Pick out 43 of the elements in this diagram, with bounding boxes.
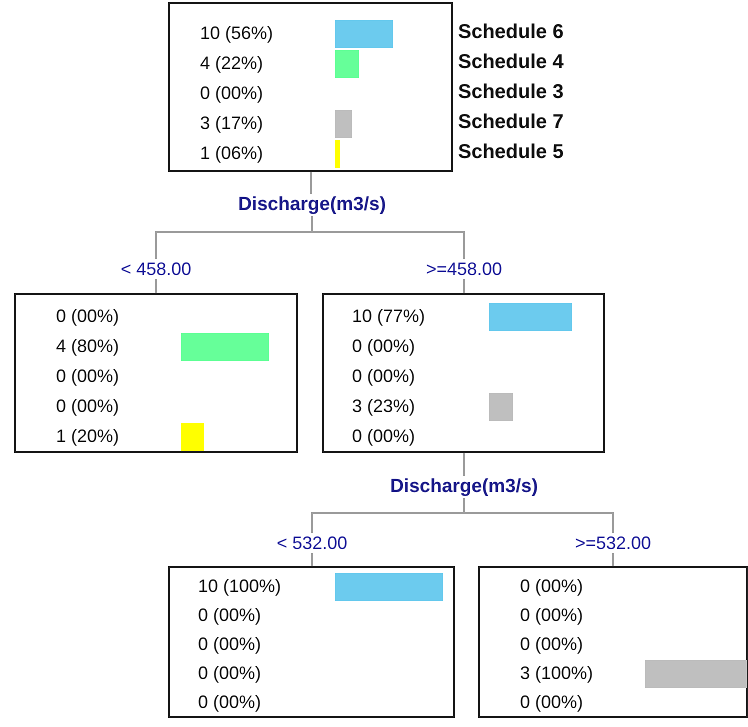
class-name: Schedule 3 — [458, 81, 564, 103]
class-count: 0 (00%) — [56, 366, 120, 386]
class-distribution-box — [168, 2, 453, 172]
class-name: Schedule 5 — [458, 141, 564, 163]
class-count: 0 (00%) — [56, 396, 120, 416]
class-distribution-box — [478, 566, 748, 718]
class-count: 1 (20%) — [56, 426, 120, 446]
class-count: 4 (22%) — [200, 53, 264, 73]
class-count: 3 (23%) — [352, 396, 416, 416]
split-variable: Discharge(m3/s) — [390, 476, 538, 498]
class-count: 10 (56%) — [200, 23, 274, 43]
split-threshold: < 458.00 — [118, 259, 194, 279]
class-count: 1 (06%) — [200, 143, 264, 163]
class-count: 3 (17%) — [200, 113, 264, 133]
class-name: Schedule 7 — [458, 111, 564, 133]
class-count: 4 (80%) — [56, 336, 120, 356]
class-count: 0 (00%) — [198, 663, 262, 683]
class-distribution-box — [322, 293, 605, 453]
class-count: 0 (00%) — [200, 83, 264, 103]
class-count: 0 (00%) — [520, 576, 584, 596]
class-count: 0 (00%) — [520, 634, 584, 654]
class-name: Schedule 6 — [458, 21, 564, 43]
class-distribution-box — [14, 293, 298, 453]
class-count: 0 (00%) — [198, 692, 262, 712]
class-name: Schedule 4 — [458, 51, 564, 73]
class-count: 10 (77%) — [352, 306, 426, 326]
class-count: 0 (00%) — [520, 692, 584, 712]
class-count: 0 (00%) — [352, 426, 416, 446]
class-count: 0 (00%) — [352, 336, 416, 356]
split-variable: Discharge(m3/s) — [238, 194, 386, 216]
tree-branch-line — [463, 453, 465, 476]
class-distribution-box — [168, 566, 455, 718]
split-threshold: >=532.00 — [572, 533, 654, 553]
class-count: 0 (00%) — [198, 605, 262, 625]
class-count: 0 (00%) — [520, 605, 584, 625]
split-threshold: < 532.00 — [274, 533, 350, 553]
tree-branch-line — [310, 172, 312, 194]
class-count: 3 (100%) — [520, 663, 594, 683]
class-count: 0 (00%) — [352, 366, 416, 386]
class-count: 0 (00%) — [56, 306, 120, 326]
class-count: 0 (00%) — [198, 634, 262, 654]
split-threshold: >=458.00 — [424, 259, 504, 279]
class-count: 10 (100%) — [198, 576, 282, 596]
